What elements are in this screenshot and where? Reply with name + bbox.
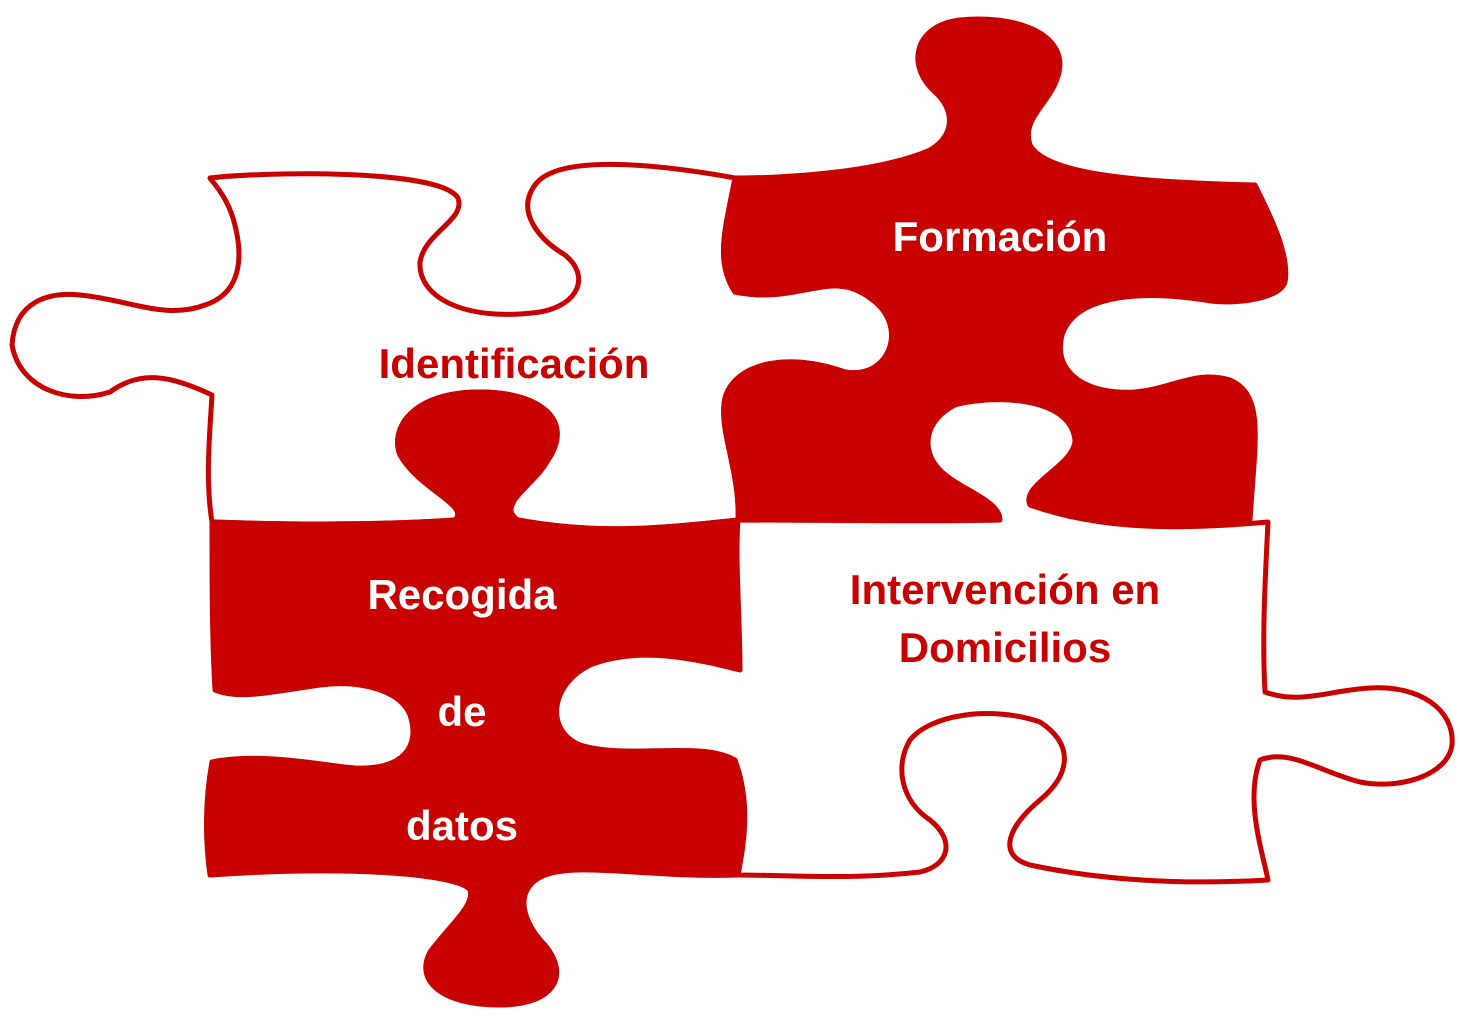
label-intervencion-line2: Domicilios	[899, 624, 1111, 671]
label-recogida-line1: Recogida	[367, 571, 557, 618]
piece-intervencion	[554, 397, 1455, 885]
piece-formacion	[720, 16, 1289, 529]
label-recogida-line2: de	[437, 688, 486, 735]
label-identificacion: Identificación	[379, 340, 650, 387]
label-intervencion-line1: Intervención en	[850, 566, 1160, 613]
piece-recogida	[203, 389, 748, 1008]
label-recogida-line3: datos	[406, 802, 518, 849]
label-formacion: Formación	[893, 213, 1108, 260]
